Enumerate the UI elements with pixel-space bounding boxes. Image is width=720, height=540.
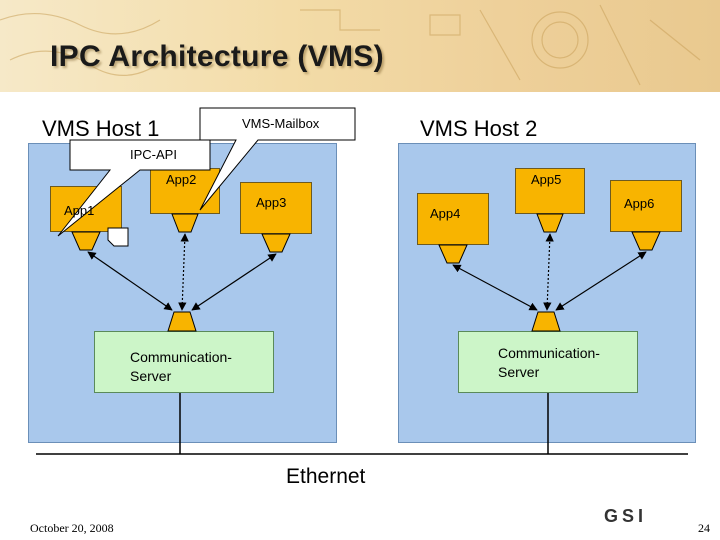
app6-label: App6 [624, 196, 655, 211]
gsi-logo-text: GSI [604, 506, 647, 526]
host2-label: VMS Host 2 [420, 116, 538, 141]
api-callout-label: IPC-API [130, 147, 177, 162]
app5-box [515, 168, 585, 214]
app6-port [631, 231, 661, 251]
app2-port [171, 213, 199, 233]
app3-port [261, 233, 291, 253]
host2-comm-server-label: Communication- Server [498, 345, 600, 380]
app1-label: App1 [64, 203, 95, 218]
api-callout-shape [57, 139, 211, 237]
host1-label: VMS Host 1 [42, 116, 160, 141]
banner-decoration [0, 4, 701, 86]
app3-label: App3 [256, 195, 287, 210]
app4-box [417, 193, 489, 245]
app1-port [71, 231, 101, 251]
title-banner [0, 0, 720, 92]
mailbox-callout-label: VMS-Mailbox [242, 116, 320, 131]
app4-label: App4 [430, 206, 461, 221]
ethernet-label: Ethernet [286, 465, 366, 488]
app2-label: App2 [166, 172, 197, 187]
slide-title: IPC Architecture (VMS) [50, 40, 384, 73]
app5-port [536, 213, 564, 233]
app5-label: App5 [531, 172, 562, 187]
footer-date: October 20, 2008 [30, 521, 114, 535]
host2-server-port [531, 311, 561, 332]
host1-comm-server-box [94, 331, 274, 393]
app4-port [438, 244, 468, 264]
host1-server-port [167, 311, 197, 332]
page-number: 24 [698, 521, 710, 535]
host1-comm-server-label: Communication- Server [130, 349, 232, 384]
